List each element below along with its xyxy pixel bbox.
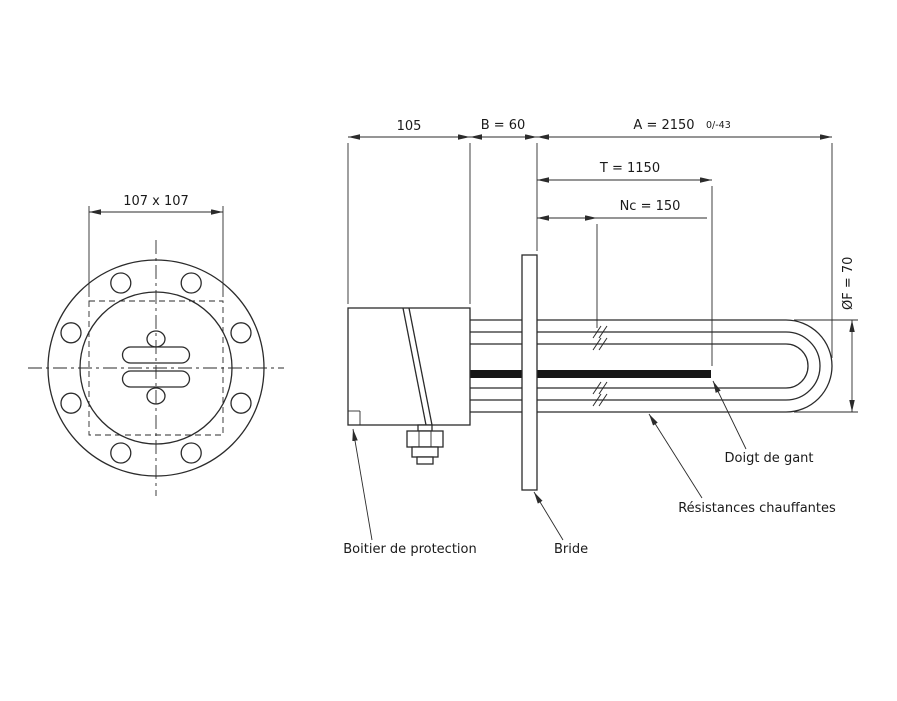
protection-box-label: Boitier de protection (343, 542, 476, 557)
gland-body (411, 446, 439, 458)
heating-element-tubes (470, 319, 833, 413)
hairpin-inner (470, 343, 809, 389)
bolt-hole (230, 322, 252, 344)
side-view: 105 B = 60 A = 2150 0/-43 T = 1150 Nc = … (343, 118, 858, 557)
bolt-hole (230, 392, 252, 414)
dim-a-label: A = 2150 (633, 118, 694, 133)
leader-line (648, 413, 703, 499)
gland-tip (416, 456, 434, 465)
dim-f-label: ØF = 70 (841, 257, 856, 310)
dim-105: 105 (347, 119, 471, 304)
dim-a: A = 2150 0/-43 (537, 118, 833, 358)
dim-b-label: B = 60 (481, 118, 526, 133)
bolt-hole (60, 392, 82, 414)
dim-t-label: T = 1150 (599, 161, 660, 176)
box-cover-edge (402, 307, 427, 426)
break-mark (592, 337, 602, 351)
bolt-hole (110, 442, 132, 464)
leader-line (352, 428, 373, 541)
hairpin-middle (470, 331, 821, 401)
label-protection-box: Boitier de protection (343, 428, 477, 557)
heating-elements-label: Résistances chauffantes (678, 501, 836, 516)
bolt-holes (60, 272, 252, 464)
bolt-hole (180, 272, 202, 294)
leader-line (712, 380, 747, 450)
flange-front-view: 107 x 107 (28, 194, 284, 496)
bolt-hole (180, 442, 202, 464)
front-center-lines (28, 240, 284, 496)
gland-nut (406, 430, 444, 448)
break-mark (598, 381, 608, 395)
label-thermowell: Doigt de gant (712, 380, 814, 466)
dim-t: T = 1150 (537, 161, 713, 366)
cable-gland (406, 424, 444, 465)
dim-a-tolerance: 0/-43 (706, 120, 731, 131)
label-flange: Bride (533, 491, 588, 557)
dim-f: ØF = 70 (794, 257, 858, 413)
break-mark (592, 393, 602, 407)
gland-neck (417, 424, 433, 432)
break-mark (598, 393, 608, 407)
thermowell-bar (470, 370, 711, 378)
dim-b: B = 60 (470, 118, 538, 251)
hairpin-outer (470, 319, 833, 413)
protection-box-body (347, 307, 471, 426)
break-marks (592, 325, 608, 407)
dim-nc-label: Nc = 150 (620, 199, 681, 214)
flange-label: Bride (554, 542, 588, 557)
dim-105-label: 105 (397, 119, 422, 134)
dim-square-label: 107 x 107 (123, 194, 189, 209)
dim-nc: Nc = 150 (537, 199, 707, 328)
break-mark (592, 325, 602, 339)
protection-box (347, 307, 471, 426)
break-mark (598, 337, 608, 351)
thermowell-label: Doigt de gant (725, 451, 814, 466)
break-mark (598, 325, 608, 339)
bolt-hole (110, 272, 132, 294)
label-heating-elements: Résistances chauffantes (648, 413, 836, 516)
break-mark (592, 381, 602, 395)
leader-line (533, 491, 564, 541)
box-cover-edge (408, 307, 433, 426)
dim-square-107: 107 x 107 (88, 194, 224, 297)
bolt-hole (60, 322, 82, 344)
flange-side-plate (521, 254, 538, 491)
